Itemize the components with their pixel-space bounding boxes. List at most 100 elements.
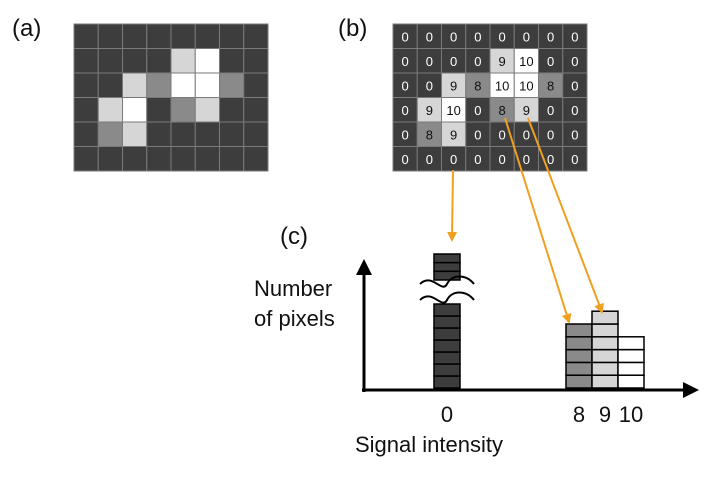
grid-b-cell-value: 9 bbox=[450, 127, 457, 142]
x-tick-label-9: 9 bbox=[599, 402, 611, 427]
grid-a-cell bbox=[243, 23, 269, 49]
grid-a-cell bbox=[122, 97, 148, 123]
grid-b-cell-value: 0 bbox=[547, 103, 554, 118]
y-axis-label-line2: of pixels bbox=[254, 306, 335, 331]
grid-a-cell bbox=[194, 72, 220, 98]
bar-segment bbox=[591, 361, 619, 376]
panel-label-c: (c) bbox=[280, 223, 308, 250]
mapping-arrow-2 bbox=[504, 117, 572, 324]
grid-b-cell-value: 0 bbox=[402, 103, 409, 118]
grid-a-cell bbox=[170, 121, 196, 147]
grid-a-cell bbox=[170, 48, 196, 74]
grid-b-cell bbox=[562, 72, 588, 98]
bar-segment bbox=[565, 361, 593, 376]
grid-a-cell bbox=[73, 97, 99, 123]
bar-segment bbox=[433, 327, 461, 341]
grid-b-cell bbox=[465, 121, 491, 147]
bar-segment bbox=[591, 336, 619, 351]
grid-a-cell bbox=[170, 146, 196, 172]
grid-b-cell-value: 10 bbox=[446, 103, 460, 118]
grid-b-cell-value: 0 bbox=[402, 152, 409, 167]
histogram-bar-8 bbox=[565, 323, 593, 389]
grid-b-cell-value: 0 bbox=[571, 103, 578, 118]
grid-a-cell bbox=[122, 121, 148, 147]
bar-segment bbox=[591, 348, 619, 364]
mapping-arrows bbox=[447, 117, 604, 324]
grid-b-cell-value: 0 bbox=[426, 29, 433, 44]
bar-segment bbox=[433, 351, 461, 365]
grid-b-cell bbox=[465, 72, 491, 98]
grid-a-cell bbox=[146, 23, 172, 49]
histogram bbox=[419, 253, 645, 389]
grid-a-cell bbox=[194, 121, 220, 147]
grid-b-cell bbox=[513, 48, 539, 74]
grid-a-cell bbox=[122, 72, 148, 98]
grid-b-cell bbox=[416, 48, 442, 74]
grid-b-cell bbox=[489, 97, 515, 123]
grid-a-cell bbox=[97, 97, 123, 123]
bar-segment bbox=[617, 374, 645, 389]
image-grid-a bbox=[73, 23, 269, 172]
grid-b-cell-value: 0 bbox=[571, 127, 578, 142]
grid-b-cell bbox=[562, 146, 588, 172]
grid-b-cell-value: 8 bbox=[474, 78, 481, 93]
grid-a-cell bbox=[97, 48, 123, 74]
bar-segment bbox=[433, 270, 461, 281]
grid-b-cell-value: 0 bbox=[523, 152, 530, 167]
grid-b-cell-value: 0 bbox=[474, 29, 481, 44]
grid-b-cell-value: 10 bbox=[519, 78, 533, 93]
panel-label-a: (a) bbox=[12, 15, 41, 42]
x-tick-label-0: 0 bbox=[441, 402, 453, 427]
grid-b-cell bbox=[392, 72, 418, 98]
grid-a-cell bbox=[146, 121, 172, 147]
bar-segment bbox=[433, 375, 461, 389]
bar-segment bbox=[565, 323, 593, 338]
grid-a-cell bbox=[243, 146, 269, 172]
grid-b-cell-value: 0 bbox=[426, 78, 433, 93]
grid-b-cell-value: 0 bbox=[547, 29, 554, 44]
grid-b-cell-value: 0 bbox=[571, 152, 578, 167]
grid-b-cell-value: 10 bbox=[495, 78, 509, 93]
grid-b-cell-value: 9 bbox=[499, 54, 506, 69]
grid-b-cell-value: 8 bbox=[499, 103, 506, 118]
grid-a-cell bbox=[146, 48, 172, 74]
bar-segment bbox=[617, 361, 645, 376]
bar-segment bbox=[617, 348, 645, 364]
grid-a-cell bbox=[97, 23, 123, 49]
grid-b-cell bbox=[538, 72, 564, 98]
grid-a-cell bbox=[194, 97, 220, 123]
grid-a-cell bbox=[122, 146, 148, 172]
grid-a-cell bbox=[219, 146, 245, 172]
grid-b-cell-value: 0 bbox=[571, 54, 578, 69]
grid-b-cell-value: 0 bbox=[450, 54, 457, 69]
grid-b-cell-value: 8 bbox=[426, 127, 433, 142]
bar-segment bbox=[433, 363, 461, 377]
grid-a-cell bbox=[219, 23, 245, 49]
grid-b-cell bbox=[489, 146, 515, 172]
grid-b-cell-value: 0 bbox=[547, 152, 554, 167]
grid-a-cell bbox=[243, 48, 269, 74]
grid-a-cell bbox=[73, 48, 99, 74]
grid-a-cell bbox=[170, 72, 196, 98]
grid-b-cell bbox=[441, 72, 467, 98]
grid-a-cell bbox=[194, 146, 220, 172]
mapping-arrow-1 bbox=[447, 169, 458, 242]
histogram-bar-10 bbox=[617, 336, 645, 389]
grid-b-cell-value: 0 bbox=[402, 29, 409, 44]
x-tick-label-10: 10 bbox=[619, 402, 643, 427]
grid-b-cell-value: 10 bbox=[519, 54, 533, 69]
grid-a-cell bbox=[73, 146, 99, 172]
bar-segment bbox=[433, 253, 461, 264]
grid-a-cell bbox=[219, 72, 245, 98]
grid-b-cell bbox=[392, 146, 418, 172]
grid-a-cell bbox=[73, 23, 99, 49]
grid-a-cell bbox=[97, 146, 123, 172]
histogram-bar-0 bbox=[419, 253, 475, 389]
grid-b-cell bbox=[513, 23, 539, 49]
grid-a-cell bbox=[97, 121, 123, 147]
grid-b-cell-value: 0 bbox=[499, 127, 506, 142]
grid-b-cell bbox=[562, 23, 588, 49]
